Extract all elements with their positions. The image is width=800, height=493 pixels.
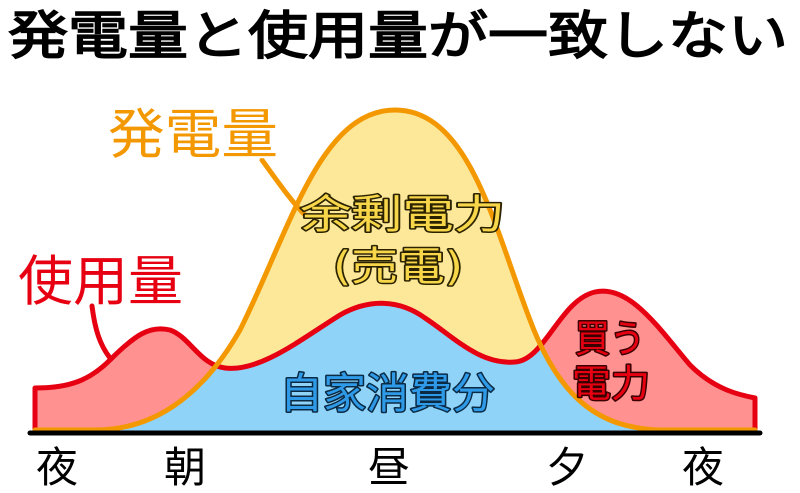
usage-leader-line <box>89 303 113 361</box>
self-consumption-label: 自家消費分 <box>280 369 495 418</box>
generation-leader-line <box>259 157 309 219</box>
purchase-label-line-1: 買う <box>575 317 645 361</box>
time-label-morning: 朝 <box>164 443 206 492</box>
generation-area <box>35 110 755 432</box>
usage-curve <box>32 288 758 435</box>
purchase-label-line-2: 電力 <box>572 362 650 406</box>
time-label-evening: 夕 <box>546 443 588 492</box>
generation-label: 発電量 <box>108 103 278 166</box>
time-label-night-start: 夜 <box>36 443 78 492</box>
usage-label: 使用量 <box>18 250 183 313</box>
surplus-label-line-2: (売電) <box>333 244 463 290</box>
generation-curve <box>32 107 758 433</box>
page-title: 発電量と使用量が一致しない <box>8 7 788 67</box>
time-label-noon: 昼 <box>368 443 410 492</box>
surplus-label-line-1: 余剰電力 <box>300 192 505 238</box>
time-label-night-end: 夜 <box>682 443 724 492</box>
